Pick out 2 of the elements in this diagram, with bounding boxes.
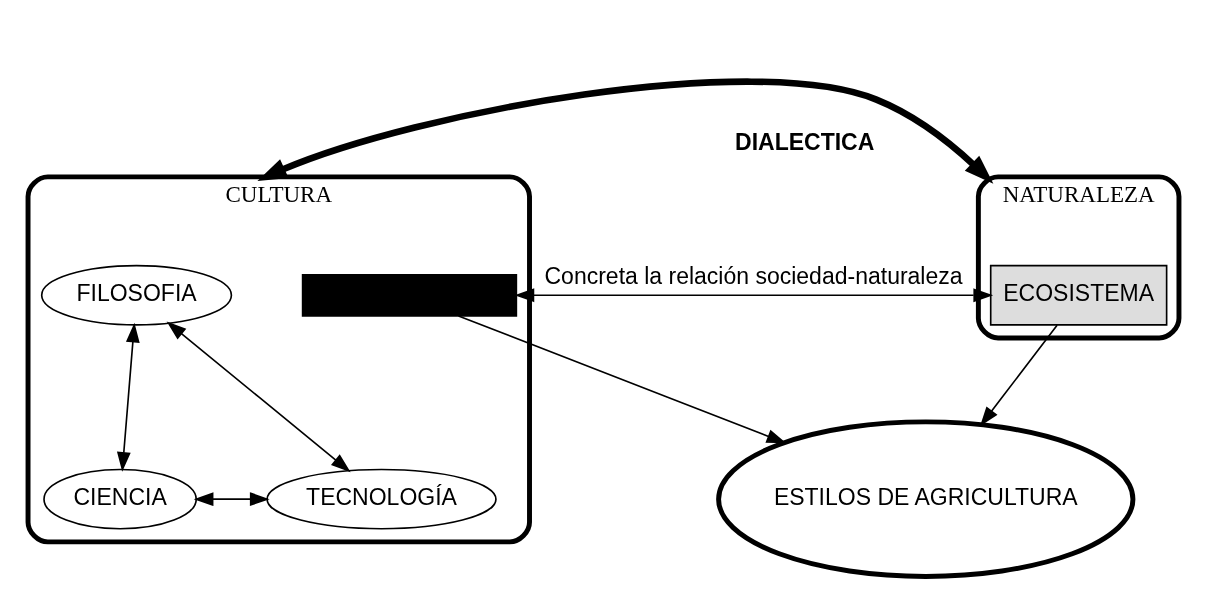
- edge-label: DIALECTICA: [735, 129, 875, 156]
- edge-label: Concreta la relación sociedad-naturaleza: [544, 263, 963, 290]
